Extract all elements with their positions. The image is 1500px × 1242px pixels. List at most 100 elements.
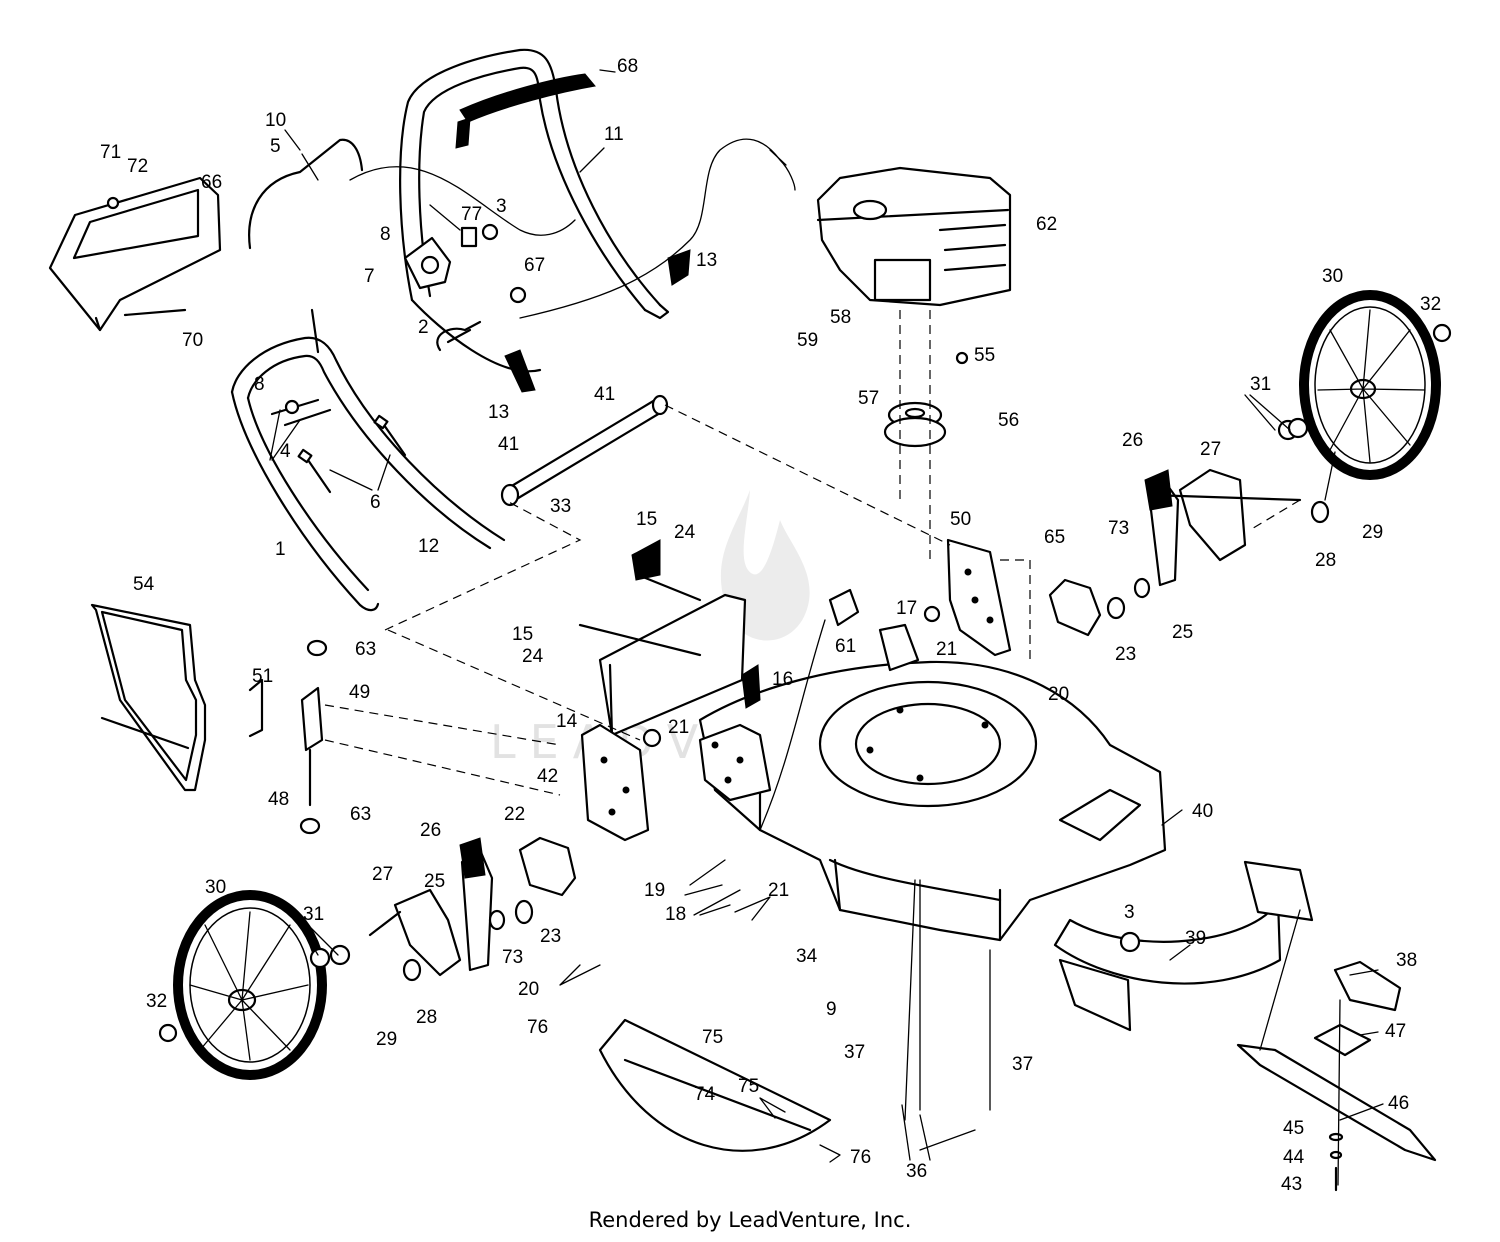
part-label-1: 1 [275,539,286,560]
height-adjuster-levers [459,469,1180,972]
part-label-17: 17 [896,598,917,619]
part-label-68: 68 [617,56,638,77]
leader-lines [324,404,1341,1186]
part-label-25: 25 [1172,622,1193,643]
part-label-70: 70 [182,330,203,351]
part-label-45: 45 [1283,1118,1304,1139]
part-label-30b: 30 [205,877,226,898]
control-bails-13 [504,249,691,393]
mower-deck-40 [698,660,1167,942]
part-label-42: 42 [537,766,558,787]
part-label-37b: 37 [1012,1054,1033,1075]
part-label-2: 2 [418,317,429,338]
part-label-32: 32 [1420,294,1441,315]
part-label-21b: 21 [668,717,689,738]
part-label-30: 30 [1322,266,1343,287]
part-label-23b: 23 [540,926,561,947]
rear-baffle-39 [1053,860,1314,1032]
footer-credit: Rendered by LeadVenture, Inc. [588,1208,912,1232]
part-label-57: 57 [858,388,879,409]
part-label-75b: 75 [738,1076,759,1097]
part-label-71: 71 [100,142,121,163]
catcher-frame-66 [48,176,222,332]
wheel-plate-50 [946,538,1012,657]
part-label-21c: 21 [768,880,789,901]
part-label-74: 74 [694,1084,716,1105]
part-label-41b: 41 [498,434,519,455]
part-label-20b: 20 [518,979,539,1000]
control-bracket-8 [403,226,478,290]
part-label-20: 20 [1048,684,1069,705]
lower-handle [230,308,506,612]
part-label-65: 65 [1044,527,1065,548]
part-label-21: 21 [936,639,957,660]
part-label-27: 27 [1200,439,1221,460]
part-label-13: 13 [696,250,717,271]
part-label-63: 63 [355,639,376,660]
hardware-glyphs [106,196,1452,1043]
part-label-14: 14 [556,711,578,732]
part-label-67: 67 [524,255,545,276]
part-label-6: 6 [370,492,381,513]
part-label-24: 24 [674,522,696,543]
part-label-33: 33 [550,496,571,517]
blade-46 [1236,1043,1437,1162]
part-label-8b: 8 [254,374,265,395]
part-label-29: 29 [1362,522,1383,543]
part-label-48: 48 [268,789,289,810]
part-label-12: 12 [418,536,439,557]
part-label-15b: 15 [512,624,533,645]
blade-hardware [1328,1132,1344,1192]
part-label-43: 43 [1281,1174,1302,1195]
part-label-19: 19 [644,880,665,901]
part-label-10: 10 [265,110,286,131]
part-label-16: 16 [772,669,793,690]
part-label-72: 72 [127,156,148,177]
engine-shaft-line [899,310,931,560]
part-label-28b: 28 [416,1007,437,1028]
pivot-brackets-27 [393,468,1247,977]
cable-assembly [248,138,796,319]
part-label-13b: 13 [488,402,509,423]
part-label-54: 54 [133,574,155,595]
part-label-37: 37 [844,1042,865,1063]
label-leaders [269,69,1384,1163]
front-wheel-30 [173,890,327,1080]
part-label-5: 5 [270,136,281,157]
part-label-61: 61 [835,636,856,657]
part-label-49: 49 [349,682,370,703]
part-label-41: 41 [594,384,615,405]
part-label-11: 11 [604,124,624,145]
part-label-76: 76 [527,1017,548,1038]
part-label-31: 31 [1250,374,1271,395]
part-label-36: 36 [906,1161,927,1182]
part-labels: 1 2 3 3 4 5 6 7 8 8 9 10 11 12 13 13 14 … [100,56,1441,1195]
part-label-7: 7 [364,266,375,287]
part-label-63b: 63 [350,804,371,825]
handle-bolts [270,398,407,494]
part-label-55: 55 [974,345,995,366]
part-label-27b: 27 [372,864,393,885]
part-label-8: 8 [380,224,391,245]
part-label-56: 56 [998,410,1019,431]
part-label-73: 73 [1108,518,1129,539]
part-label-3: 3 [496,196,507,217]
part-label-44: 44 [1283,1147,1305,1168]
part-label-40: 40 [1192,801,1213,822]
part-label-73b: 73 [502,947,523,968]
part-label-47: 47 [1385,1021,1406,1042]
part-label-66: 66 [201,172,222,193]
part-label-58: 58 [830,307,851,328]
front-skirt-74 [598,1018,832,1152]
part-label-24b: 24 [522,646,544,667]
part-label-39: 39 [1185,928,1206,949]
part-label-34: 34 [796,946,818,967]
part-label-26b: 26 [420,820,441,841]
part-label-77: 77 [461,204,482,225]
part-label-46: 46 [1388,1093,1409,1114]
part-label-22: 22 [504,804,525,825]
part-label-9: 9 [826,999,837,1020]
part-label-76b: 76 [850,1147,871,1168]
handle-grip-68 [455,73,596,149]
